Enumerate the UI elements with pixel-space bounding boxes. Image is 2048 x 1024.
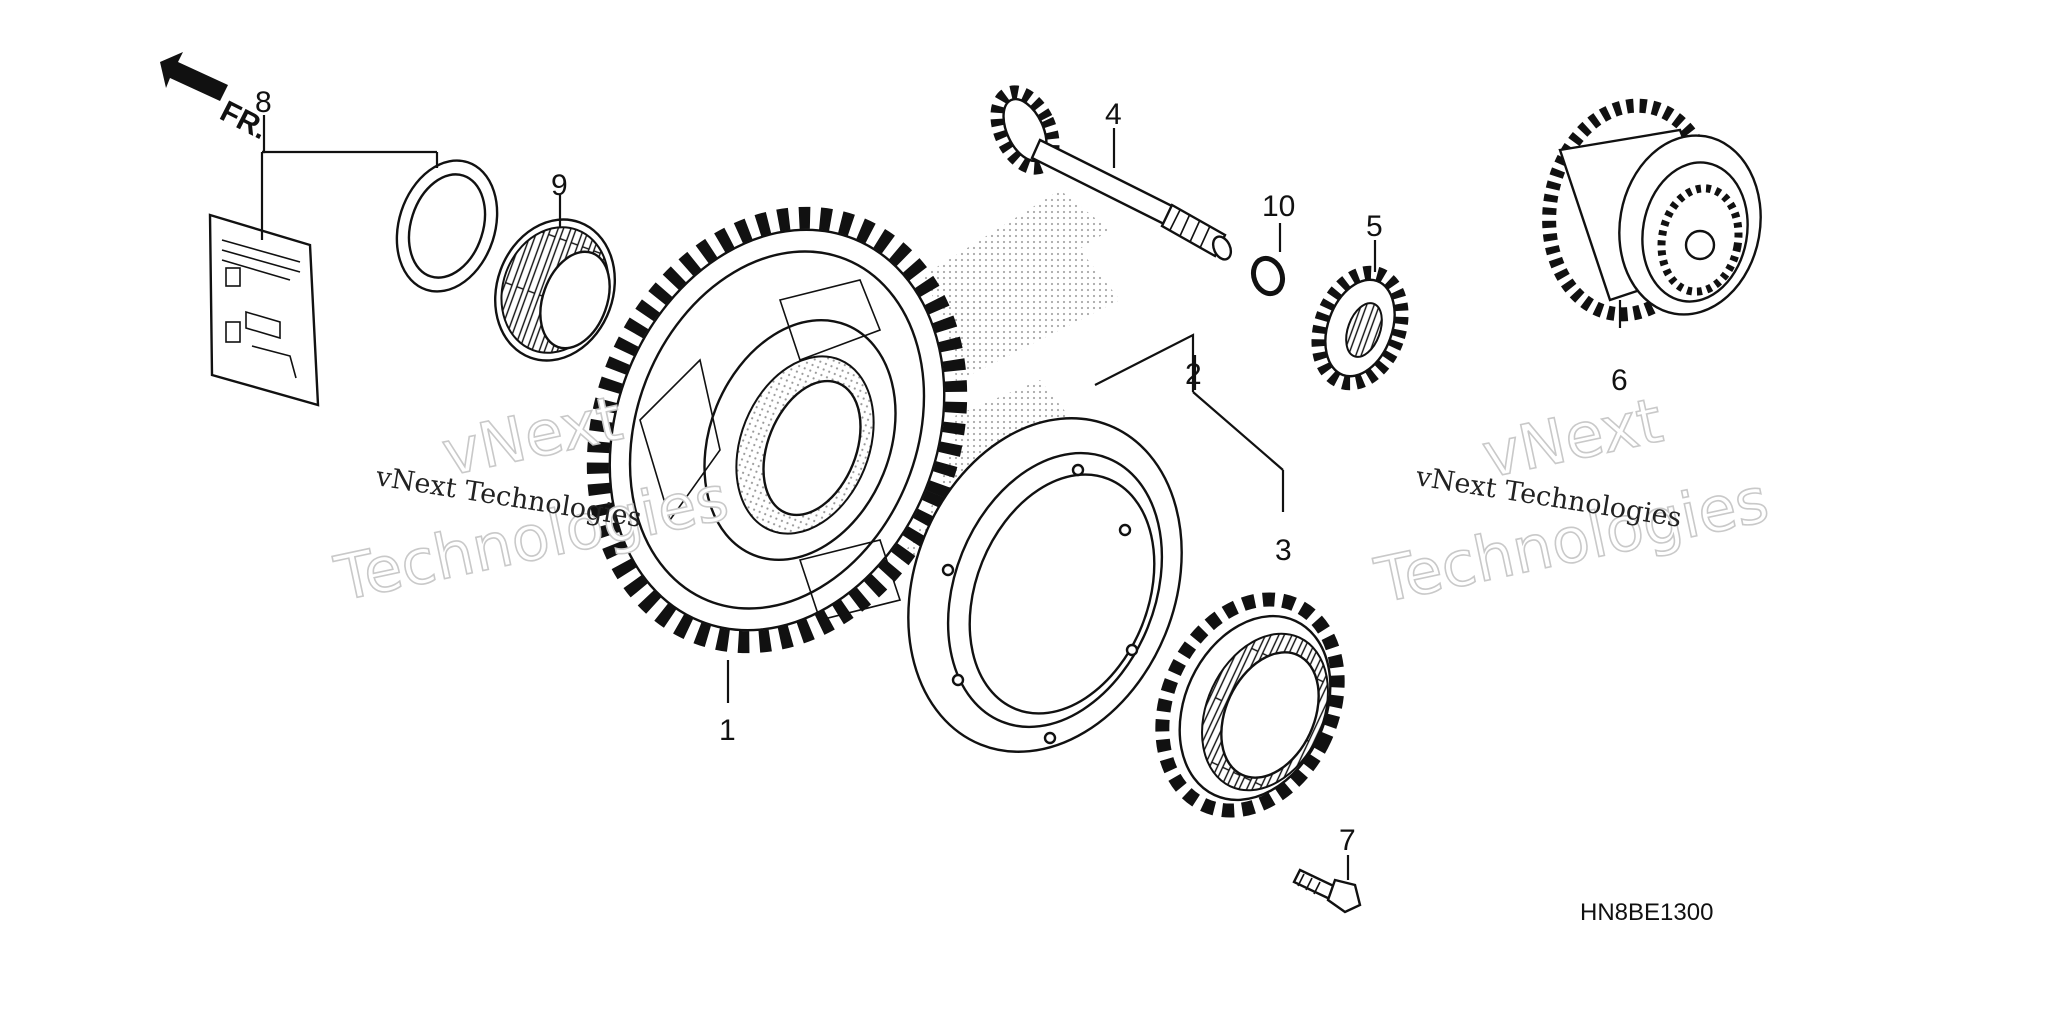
part-8-sheet-and-washer — [208, 115, 499, 407]
part-10-circlip — [1250, 223, 1286, 297]
label-part-7: 7 — [1339, 824, 1356, 857]
part-3-sprag-clutch — [1155, 592, 1345, 818]
label-part-8: 8 — [255, 86, 272, 119]
label-part-5: 5 — [1366, 210, 1383, 243]
part-9-needle-bearing — [493, 195, 617, 362]
label-part-4: 4 — [1105, 98, 1122, 131]
label-part-1: 1 — [719, 714, 736, 747]
part-7-bolt — [1292, 855, 1362, 914]
part-6-clutch-assembly — [1542, 98, 1762, 328]
part-1-driven-gear — [586, 206, 968, 703]
diagram-code: HN8BE1300 — [1580, 899, 1713, 926]
label-part-10: 10 — [1262, 190, 1295, 223]
label-part-3: 3 — [1275, 534, 1292, 567]
part-5-idle-gear — [1311, 240, 1409, 391]
part-2-clutch-outer — [907, 333, 1285, 753]
part-4-idle-shaft — [990, 85, 1233, 261]
label-part-9: 9 — [551, 169, 568, 202]
label-part-6: 6 — [1611, 364, 1628, 397]
label-part-2: 2 — [1185, 358, 1202, 391]
